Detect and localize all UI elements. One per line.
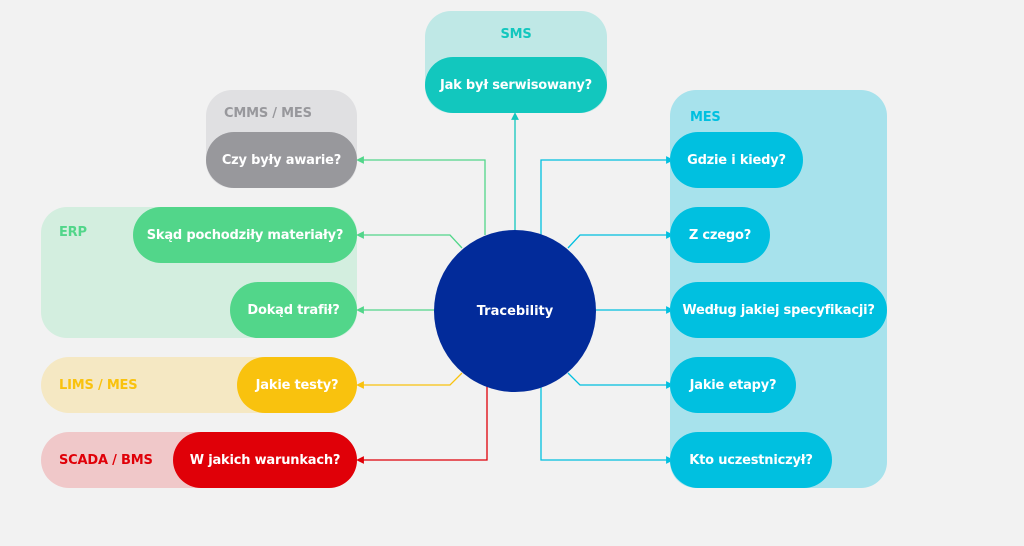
node-jakie-etapy[interactable]: Jakie etapy?	[670, 357, 796, 413]
node-w-jakich-warunkach[interactable]: W jakich warunkach?	[173, 432, 357, 488]
node-z-czego[interactable]: Z czego?	[670, 207, 770, 263]
link-cmms	[356, 156, 486, 235]
node-skad-pochodzily-materialy[interactable]: Skąd pochodziły materiały?	[133, 207, 357, 263]
group-label-mes: MES	[690, 110, 721, 125]
group-label-scada-bms: SCADA / BMS	[59, 453, 153, 468]
node-czy-byly-awarie[interactable]: Czy były awarie?	[206, 132, 357, 188]
node-kto-uczestniczyl[interactable]: Kto uczestniczył?	[670, 432, 832, 488]
node-dokad-trafil[interactable]: Dokąd trafił?	[230, 282, 357, 338]
node-jakie-testy[interactable]: Jakie testy?	[237, 357, 357, 413]
link-mes-1	[540, 156, 674, 235]
group-label-lims-mes: LIMS / MES	[59, 378, 138, 393]
group-label-sms: SMS	[500, 27, 532, 42]
link-lims	[356, 372, 463, 389]
link-erp-1	[356, 231, 463, 249]
center-node-tracebility[interactable]: Tracebility	[434, 230, 596, 392]
link-mes-2	[567, 231, 674, 249]
node-gdzie-i-kiedy[interactable]: Gdzie i kiedy?	[670, 132, 803, 188]
node-wedlug-jakiej-specyfikacji[interactable]: Według jakiej specyfikacji?	[670, 282, 887, 338]
node-jak-byl-serwisowany[interactable]: Jak był serwisowany?	[425, 57, 607, 113]
group-label-cmms-mes: CMMS / MES	[224, 106, 312, 121]
center-label: Tracebility	[476, 303, 554, 319]
group-label-erp: ERP	[59, 225, 87, 240]
link-mes-5	[540, 386, 674, 464]
link-scada	[356, 386, 488, 464]
link-mes-4	[567, 372, 674, 389]
